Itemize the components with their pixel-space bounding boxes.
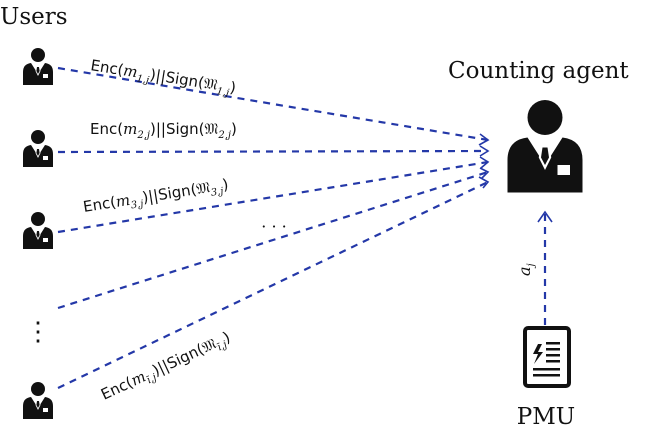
user-2-icon — [23, 130, 53, 167]
user-1-icon — [23, 48, 53, 85]
edges-ellipsis: · · · — [261, 217, 286, 236]
svg-text:aj: aj — [515, 263, 537, 276]
edge-label-3: Enc(m3,j)||Sign(𝔐3,j) — [82, 175, 230, 219]
arrowhead-3 — [479, 156, 490, 169]
edge-label-4-m: m — [128, 367, 149, 389]
edge-label-1-m: m — [122, 61, 139, 81]
edge-label-4-msub: ī,j — [145, 372, 158, 386]
edge-user-dots — [57, 170, 489, 310]
svg-text:Enc(m3,j)||Sign(𝔐3,j): Enc(m3,j)||Sign(𝔐3,j) — [82, 175, 230, 219]
users-ellipsis: ⋮ — [25, 317, 51, 347]
arrowhead-1 — [478, 133, 490, 146]
edge-label-1-suffix: ) — [229, 78, 238, 97]
edge-label-1-msub: 1,j — [136, 73, 150, 86]
edge-label-2-Msub: 2,j — [217, 130, 231, 141]
edge-label-2-m: m — [123, 120, 137, 138]
edge-label-3-m: m — [114, 191, 131, 211]
arrowhead-pmu — [537, 210, 553, 223]
edge-label-1-prefix: Enc( — [89, 56, 125, 79]
edge-label-2-mid: )||Sign( — [150, 120, 205, 138]
edge-label-3-prefix: Enc( — [82, 193, 118, 216]
pmu-edge-label-a: a — [515, 266, 534, 276]
users-title: Users — [0, 4, 68, 30]
arrowhead-4 — [479, 167, 490, 179]
edge-label-2: Enc(m2,j)||Sign(𝔐2,j) — [90, 120, 237, 141]
edge-label-2-M: 𝔐 — [205, 120, 219, 138]
user-3-icon — [23, 212, 53, 249]
edge-label-3-M: 𝔐 — [195, 178, 212, 198]
counting-agent-icon — [507, 100, 583, 193]
user-last-icon — [23, 382, 53, 419]
edge-user-2 — [57, 149, 489, 154]
edge-label-2-suffix: ) — [231, 120, 237, 138]
edge-label-3-mid: )||Sign( — [141, 180, 198, 206]
pmu-edge-label-sub: j — [526, 263, 537, 268]
edge-label-1-M: 𝔐 — [202, 74, 219, 94]
agent-label: Counting agent — [448, 58, 629, 84]
pmu-edge-label: aj — [515, 263, 537, 276]
pmu-device-icon — [523, 326, 571, 388]
svg-text:Enc(m1,j)||Sign(𝔐1,j): Enc(m1,j)||Sign(𝔐1,j) — [89, 56, 237, 100]
edge-label-1-Msub: 1,j — [216, 86, 230, 99]
edge-label-4-Msub: ī,j — [216, 339, 229, 353]
edge-label-3-Msub: 3,j — [210, 186, 224, 199]
edge-label-4: Enc(mī,j)||Sign(𝔐ī,j) — [98, 328, 234, 406]
edge-label-3-suffix: ) — [221, 175, 230, 194]
pmu-label: PMU — [517, 404, 575, 430]
edge-label-3-msub: 3,j — [130, 199, 144, 212]
svg-text:Enc(mī,j)||Sign(𝔐ī,j): Enc(mī,j)||Sign(𝔐ī,j) — [98, 328, 234, 406]
arrowhead-2 — [479, 145, 490, 157]
arrowhead-5 — [478, 176, 490, 189]
svg-text:Enc(m2,j)||Sign(𝔐2,j): Enc(m2,j)||Sign(𝔐2,j) — [90, 120, 237, 141]
edge-label-2-prefix: Enc( — [90, 120, 123, 138]
edge-label-2-msub: 2,j — [136, 130, 150, 141]
edge-label-4-mid: )||Sign( — [150, 340, 207, 379]
edge-label-1: Enc(m1,j)||Sign(𝔐1,j) — [89, 56, 237, 100]
edge-user-last — [57, 181, 489, 389]
